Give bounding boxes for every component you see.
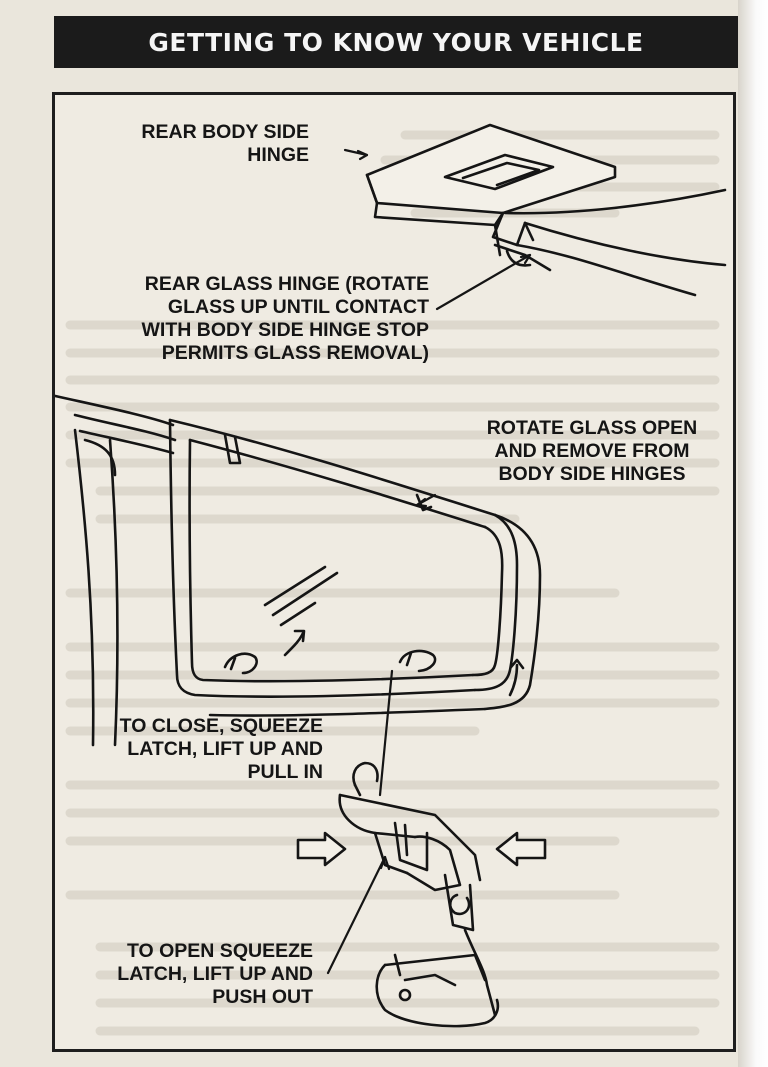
callout-rear-glass-hinge: REAR GLASS HINGE (ROTATE GLASS UP UNTIL …	[141, 273, 429, 364]
rear-glass-diagram	[55, 123, 727, 1028]
body-side-hinge-drawing	[365, 123, 727, 297]
section-header: GETTING TO KNOW YOUR VEHICLE	[54, 16, 738, 68]
callout-rear-body-side-hinge: REAR BODY SIDE HINGE	[141, 121, 309, 166]
callout-rotate-glass-open: ROTATE GLASS OPEN AND REMOVE FROM BODY S…	[486, 417, 698, 485]
callout-to-open: TO OPEN SQUEEZE LATCH, LIFT UP AND PUSH …	[117, 940, 313, 1008]
page-edge-shadow	[738, 0, 768, 1067]
leader-lines	[326, 148, 532, 975]
latch-detail-drawing	[296, 761, 547, 1028]
vehicle-body-drawing	[55, 394, 177, 747]
rear-glass-pane-drawing	[168, 418, 542, 717]
section-title: GETTING TO KNOW YOUR VEHICLE	[148, 27, 644, 57]
callout-to-close: TO CLOSE, SQUEEZE LATCH, LIFT UP AND PUL…	[119, 715, 323, 783]
illustration-frame: REAR BODY SIDE HINGE REAR GLASS HINGE (R…	[52, 92, 736, 1052]
